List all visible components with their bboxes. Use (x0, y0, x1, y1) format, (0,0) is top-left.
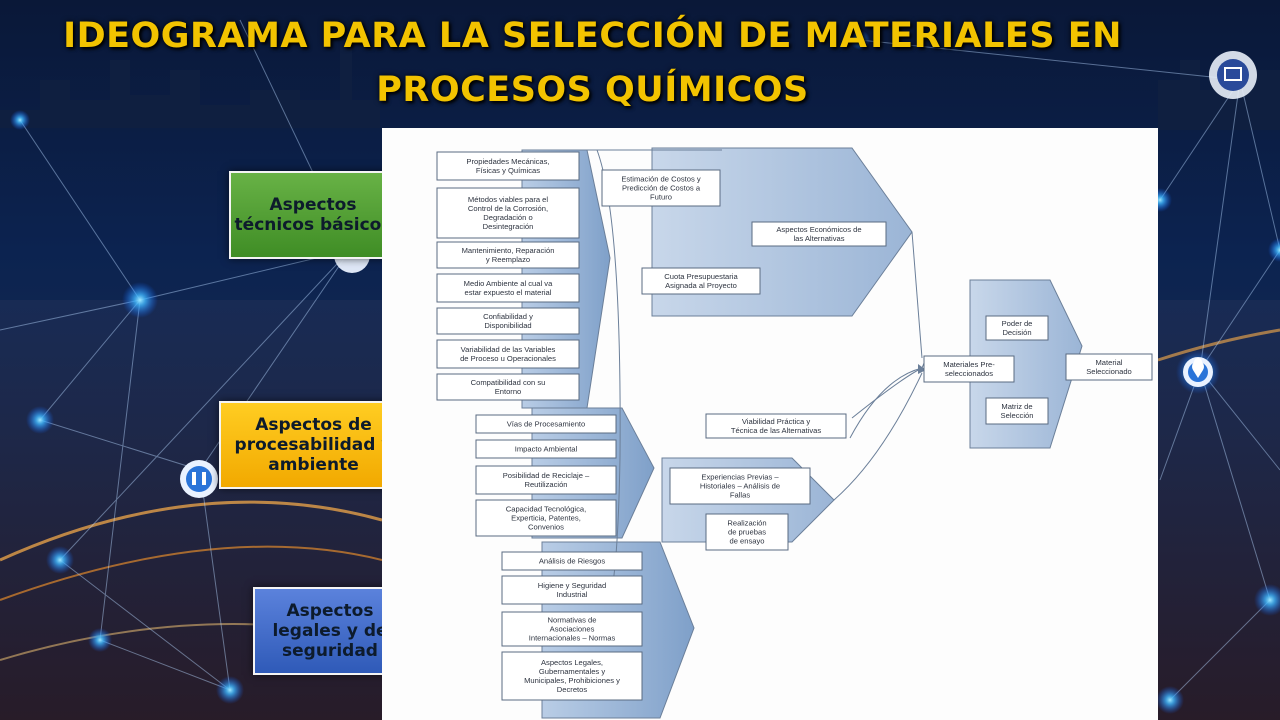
preselected-materials-box-text: seleccionados (945, 369, 993, 378)
technical-item-3-text: y Reemplazo (486, 255, 530, 264)
legal-item-4: Aspectos Legales,Gubernamentales yMunici… (501, 651, 643, 701)
legal-item-4-text: Decretos (557, 685, 588, 694)
processability-item-4-text: Convenios (528, 523, 564, 532)
technical-item-1-text: Físicas y Químicas (476, 166, 540, 175)
cost-estimation-box-text: Futuro (650, 193, 672, 202)
legal-item-2-text: Industrial (557, 590, 588, 599)
selected-material-box-text: Material (1095, 358, 1122, 367)
processability-item-4-text: Capacidad Tecnológica, (506, 505, 587, 514)
decision-power-box-text: Poder de (1002, 319, 1033, 328)
technical-item-3-text: Mantenimiento, Reparación (462, 246, 555, 255)
legal-item-3: Normativas deAsociacionesInternacionales… (501, 611, 643, 647)
technical-item-2-text: Control de la Corrosión, (468, 204, 548, 213)
technical-item-5-text: Disponibilidad (484, 321, 531, 330)
technical-item-2-text: Degradación o (483, 213, 532, 222)
processability-item-3-text: Reutilización (524, 480, 567, 489)
location-pin-icon (1176, 350, 1220, 394)
economic-aspects-box-text: las Alternativas (793, 234, 844, 243)
legal-item-4-text: Aspectos Legales, (541, 658, 603, 667)
technical-item-6-text: de Proceso u Operacionales (460, 354, 556, 363)
legal-item-4-text: Gubernamentales y (539, 667, 605, 676)
legal-item-3-text: Normativas de (548, 616, 597, 625)
viability-title-box-text: Técnica de las Alternativas (731, 426, 822, 435)
category-legal-safety-aspects: Aspectos legales y de seguridad (253, 587, 407, 675)
legal-item-3-text: Internacionales – Normas (529, 634, 616, 643)
legal-item-4-text: Municipales, Prohibiciones y (524, 676, 620, 685)
preselected-materials-box-text: Materiales Pre- (943, 360, 995, 369)
legal-item-2-text: Higiene y Seguridad (538, 581, 606, 590)
processability-item-1-text: Vías de Procesamiento (507, 420, 586, 429)
technical-item-6-text: Variabilidad de las Variables (461, 345, 556, 354)
selected-material-box-text: Seleccionado (1086, 367, 1132, 376)
economic-aspects-box-text: Aspectos Económicos de (776, 225, 861, 234)
legal-item-1-text: Análisis de Riesgos (539, 557, 605, 566)
decision-power-box-text: Decisión (1002, 328, 1031, 337)
selection-matrix-box-text: Selección (1001, 411, 1034, 420)
previous-experiences-box-text: Fallas (730, 491, 750, 500)
processability-item-4-text: Experticia, Patentes, (511, 514, 581, 523)
page-title-line1: IDEOGRAMA PARA LA SELECCIÓN DE MATERIALE… (63, 16, 1122, 56)
diagram-boxes: Propiedades Mecánicas,Físicas y Químicas… (436, 151, 1153, 701)
legal-item-1: Análisis de Riesgos (501, 551, 643, 571)
technical-item-4-text: Medio Ambiente al cual va (464, 279, 553, 288)
ideogram-diagram-panel: Propiedades Mecánicas,Físicas y Químicas… (382, 128, 1158, 720)
page-title-line2: PROCESOS QUÍMICOS (376, 70, 809, 110)
preselected-materials-box: Materiales Pre-seleccionados (923, 355, 1015, 383)
previous-experiences-box-text: Experiencias Previas – (701, 473, 779, 482)
technical-item-7-text: Entorno (495, 387, 522, 396)
processability-item-1: Vías de Procesamiento (475, 414, 617, 434)
budget-quota-box-text: Cuota Presupuestaria (664, 272, 738, 281)
technical-item-1-text: Propiedades Mecánicas, (466, 157, 549, 166)
icon-node-top-right (1209, 51, 1257, 99)
processability-item-4: Capacidad Tecnológica,Experticia, Patent… (475, 499, 617, 537)
ideogram-flow-diagram: Propiedades Mecánicas,Físicas y Químicas… (436, 147, 1153, 719)
previous-experiences-box-text: Historiales – Análisis de (700, 482, 780, 491)
budget-quota-box-text: Asignada al Proyecto (665, 281, 737, 290)
processability-item-3: Posibilidad de Reciclaje –Reutilización (475, 465, 617, 495)
technical-item-4-text: estar expuesto el material (465, 288, 552, 297)
lab-tests-box-text: Realización (727, 519, 766, 528)
processability-item-2-text: Impacto Ambiental (515, 445, 578, 454)
legal-item-3-text: Asociaciones (550, 625, 595, 634)
technical-item-5-text: Confiabilidad y (483, 312, 533, 321)
category-technical-aspects: Aspectos técnicos básicos (229, 171, 397, 259)
processability-item-3-text: Posibilidad de Reciclaje – (503, 471, 590, 480)
processability-item-2: Impacto Ambiental (475, 439, 617, 459)
technical-item-2-text: Métodos viables para el (468, 195, 549, 204)
technical-item-7-text: Compatibilidad con su (471, 378, 546, 387)
category-processability-aspects: Aspectos de procesabilidad y ambiente (219, 401, 408, 489)
technical-item-2-text: Desintegración (483, 222, 534, 231)
cost-estimation-box-text: Estimación de Costos y (621, 175, 701, 184)
technical-item-1: Propiedades Mecánicas,Físicas y Químicas (436, 151, 580, 181)
restroom-icon (180, 460, 218, 498)
viability-title-box-text: Viabilidad Práctica y (742, 417, 810, 426)
lab-tests-box-text: de pruebas (728, 528, 766, 537)
cost-estimation-box-text: Predicción de Costos a (622, 184, 701, 193)
lab-tests-box-text: de ensayo (729, 537, 764, 546)
selection-matrix-box-text: Matriz de (1001, 402, 1032, 411)
previous-experiences-box: Experiencias Previas –Historiales – Anál… (669, 467, 811, 505)
